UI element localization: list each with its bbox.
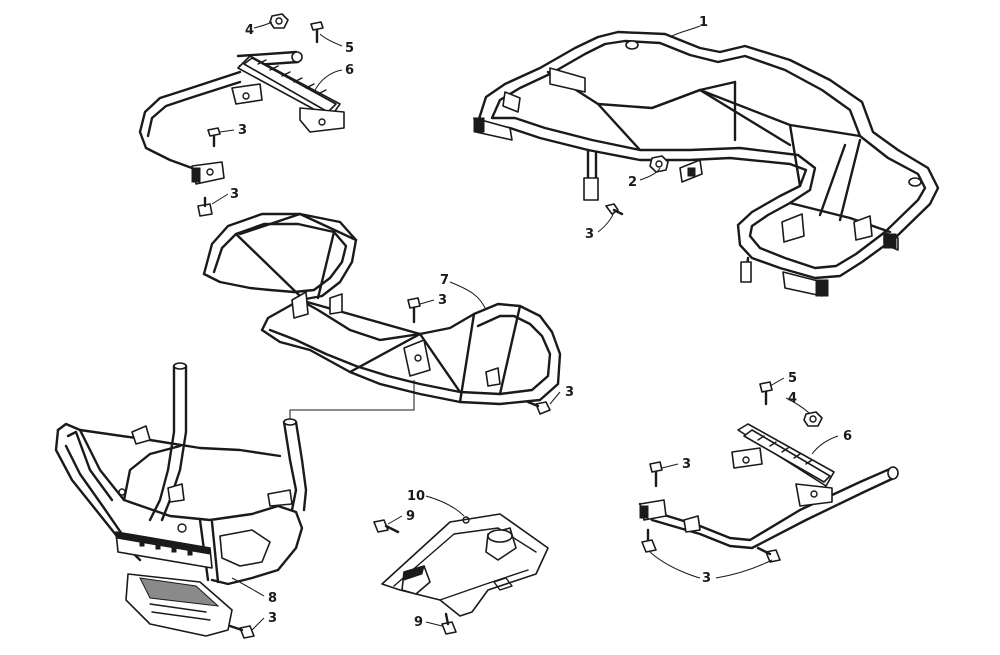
callout-9-lower: 9 bbox=[414, 615, 423, 630]
callout-7: 7 bbox=[440, 273, 449, 288]
callout-4-right: 4 bbox=[788, 391, 797, 406]
nut-4-left bbox=[269, 13, 289, 29]
callout-9-upper: 9 bbox=[406, 509, 415, 524]
bolt-5-left bbox=[310, 21, 324, 44]
callout-2: 2 bbox=[628, 175, 637, 190]
bolt-3-left-upper bbox=[207, 127, 221, 148]
callout-labels: 1 2 3 4 5 6 3 3 7 3 3 8 3 10 9 9 5 4 6 3… bbox=[230, 15, 852, 630]
callout-3-left-upper: 3 bbox=[238, 123, 247, 138]
bolt-9-upper bbox=[373, 519, 400, 534]
right-footrest bbox=[638, 423, 899, 550]
callout-3-front-rack-right: 3 bbox=[565, 385, 574, 400]
bolt-rear-rack bbox=[605, 203, 624, 216]
front-bumper bbox=[54, 362, 308, 637]
callout-10: 10 bbox=[407, 489, 425, 504]
bolt-3-right-lower-left bbox=[641, 528, 657, 553]
callout-5-left: 5 bbox=[345, 41, 354, 56]
bolt-5-right bbox=[759, 381, 773, 406]
skid-plate bbox=[381, 513, 549, 617]
callout-3-right-upper: 3 bbox=[682, 457, 691, 472]
callout-1: 1 bbox=[699, 15, 708, 30]
callout-3-bumper: 3 bbox=[268, 611, 277, 626]
bolt-front-rack-top bbox=[407, 297, 421, 324]
callout-6-right: 6 bbox=[843, 429, 852, 444]
assembly-line-rack-bumper bbox=[289, 380, 415, 420]
callout-3-right-lower: 3 bbox=[702, 571, 711, 586]
callout-8: 8 bbox=[268, 591, 277, 606]
callout-5-right: 5 bbox=[788, 371, 797, 386]
left-footrest bbox=[138, 50, 345, 185]
bolt-bumper bbox=[228, 624, 255, 639]
bolt-3-right-upper bbox=[649, 461, 663, 488]
bolt-3-right-lower-right bbox=[756, 546, 781, 563]
front-rack bbox=[202, 212, 562, 406]
bolt-front-rack-right bbox=[526, 400, 551, 415]
callout-3-rear-mount: 3 bbox=[585, 227, 594, 242]
nut-2 bbox=[649, 155, 669, 173]
leader-lines bbox=[211, 21, 839, 631]
callout-3-front-rack-top: 3 bbox=[438, 293, 447, 308]
callout-6-left: 6 bbox=[345, 63, 354, 78]
callout-4-left: 4 bbox=[245, 23, 254, 38]
rear-rack bbox=[473, 30, 940, 297]
callout-3-left-lower: 3 bbox=[230, 187, 239, 202]
bolt-3-left-lower bbox=[197, 196, 213, 217]
nut-4-right bbox=[803, 411, 823, 427]
bolt-9-lower bbox=[441, 612, 457, 635]
